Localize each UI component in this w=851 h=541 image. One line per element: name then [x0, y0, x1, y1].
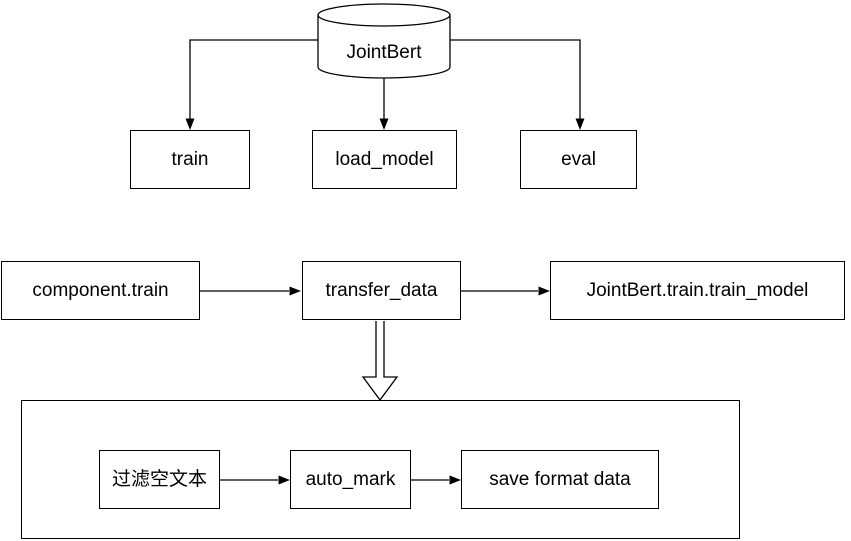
node-train: train	[130, 130, 250, 189]
node-component-train: component.train	[1, 261, 200, 320]
edge-transfer-to-train-model	[461, 286, 550, 296]
node-load-model: load_model	[312, 130, 457, 189]
edge-jointbert-to-eval	[450, 39, 585, 130]
edge-jointbert-to-load-model	[379, 78, 389, 130]
arrowhead-down-icon	[379, 118, 389, 130]
edge-filter-to-automark	[220, 475, 290, 485]
node-jointbert-train-train-model: JointBert.train.train_model	[550, 261, 845, 320]
edge-component-to-transfer	[200, 286, 301, 296]
node-transfer-data: transfer_data	[302, 261, 461, 320]
node-filter-empty-text: 过滤空文本	[99, 450, 220, 509]
arrowhead-down-icon	[185, 118, 195, 130]
edge-jointbert-to-train	[185, 39, 318, 130]
block-arrow-down	[361, 321, 399, 402]
arrowhead-right-icon	[449, 475, 461, 485]
node-eval: eval	[520, 130, 637, 189]
datastore-cylinder-shape	[317, 3, 451, 79]
arrowhead-right-icon	[289, 286, 301, 296]
node-save-format-data: save format data	[461, 450, 659, 509]
arrowhead-right-icon	[278, 475, 290, 485]
edge-automark-to-save	[411, 475, 461, 485]
datastore-label: JointBert	[346, 41, 422, 63]
node-auto-mark: auto_mark	[290, 450, 411, 509]
subprocess-container	[21, 400, 740, 539]
arrowhead-right-icon	[538, 286, 550, 296]
arrowhead-down-icon	[575, 118, 585, 130]
